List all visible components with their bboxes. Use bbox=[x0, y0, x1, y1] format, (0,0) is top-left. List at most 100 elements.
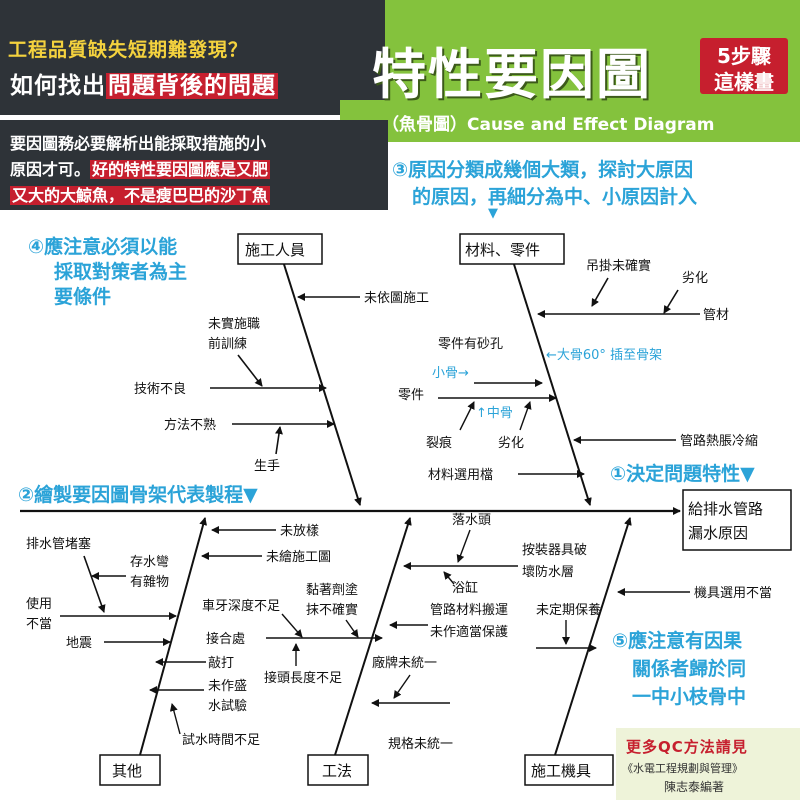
callout-step1: ①決定問題特性▼ bbox=[610, 463, 755, 485]
arrow-brand-mismatch bbox=[393, 674, 411, 699]
header-question-highlight: 問題背後的問題 bbox=[106, 73, 278, 99]
cause-novice: 生手 bbox=[254, 459, 280, 474]
effect-box bbox=[682, 489, 792, 551]
category-box-materials bbox=[459, 233, 565, 265]
cause-pipe: 管材 bbox=[703, 308, 729, 323]
cause-pipe-handling: 管路材料搬運 bbox=[430, 602, 508, 618]
note-mid-bone: ↑中骨 bbox=[476, 406, 513, 421]
callout-step4-line1: ④應注意必須以能 bbox=[28, 236, 178, 258]
callout-step4-line2: 採取對策者為主 bbox=[54, 261, 188, 283]
note-big-bone: ←大骨60° 插至骨架 bbox=[546, 348, 663, 363]
cause-bathtub: 浴缸 bbox=[452, 580, 478, 596]
big-bone-method bbox=[334, 517, 412, 756]
category-box-others bbox=[99, 754, 161, 786]
effect-line2: 漏水原因 bbox=[688, 524, 748, 542]
cause-floor-drain: 落水頭 bbox=[452, 513, 491, 528]
intro-line2-highlight: 好的特性要因圖應是又肥 bbox=[90, 160, 271, 179]
cause-not-per-drawing: 未依圖施工 bbox=[364, 291, 429, 306]
cause-parts: 零件 bbox=[398, 388, 424, 403]
cause-earthquake: 地震 bbox=[66, 636, 92, 651]
cause-misuse-2: 不當 bbox=[26, 617, 52, 632]
callout-step5-line2: 關係者歸於同 bbox=[632, 658, 747, 680]
cause-material-selection: 材料選用檔 bbox=[428, 468, 493, 483]
big-bone-others bbox=[139, 517, 208, 756]
cause-misuse-1: 使用 bbox=[26, 596, 52, 612]
cause-no-training-2: 前訓練 bbox=[208, 336, 247, 352]
header-question-prefix: 如何找出 bbox=[10, 73, 106, 99]
cause-drain-blocked: 排水管堵塞 bbox=[26, 536, 91, 552]
cause-knocking: 敲打 bbox=[208, 655, 234, 671]
page-subtitle: （魚骨圖）Cause and Effect Diagram bbox=[382, 115, 715, 135]
intro-line3-highlight: 又大的大鯨魚，不是瘦巴巴的沙丁魚 bbox=[10, 186, 271, 205]
cause-no-shop-drawing: 未繪施工圖 bbox=[266, 549, 331, 565]
cause-wrong-equipment: 機具選用不當 bbox=[694, 586, 772, 601]
category-label-others: 其他 bbox=[112, 762, 142, 780]
callout-step2: ②繪製要因圖骨架代表製程▼ bbox=[18, 484, 258, 506]
cause-trap-debris-2: 有雜物 bbox=[130, 575, 169, 590]
callout-step5-line1: ⑤應注意有因果 bbox=[612, 630, 743, 652]
cause-not-lofted: 未放樣 bbox=[280, 524, 319, 539]
credit-line3: 陳志泰編著 bbox=[664, 780, 725, 794]
callout-step3-line2: 的原因，再細分為中、小原因計入 bbox=[412, 186, 698, 208]
steps-badge-top: 5步驟 bbox=[717, 44, 771, 68]
bone-drain-blocked bbox=[83, 555, 106, 613]
cause-fixture-damage-2: 壞防水層 bbox=[522, 564, 574, 580]
arrow-floor-drain bbox=[456, 529, 471, 563]
cause-deterioration: 劣化 bbox=[682, 271, 708, 286]
big-bone-machines bbox=[554, 517, 632, 756]
big-bone-workers bbox=[281, 257, 362, 506]
credit-panel: 更多QC方法請見 《水電工程規劃與管理》 陳志泰編著 bbox=[616, 728, 800, 800]
intro-line2: 原因才可。好的特性要因圖應是又肥 bbox=[10, 156, 271, 180]
cause-no-maintenance: 未定期保養 bbox=[536, 602, 601, 618]
category-label-workers: 施工人員 bbox=[245, 241, 305, 259]
credit-line2: 《水電工程規劃與管理》 bbox=[622, 762, 743, 775]
arrow-test-time bbox=[169, 703, 181, 735]
cause-spec-mismatch: 規格未統一 bbox=[388, 736, 453, 752]
page-title: 特性要因圖 bbox=[372, 43, 652, 106]
steps-badge-bottom: 這樣畫 bbox=[714, 70, 774, 94]
cause-no-water-test-2: 水試驗 bbox=[208, 698, 247, 714]
cause-poor-skill: 技術不良 bbox=[134, 381, 186, 397]
category-box-workers bbox=[237, 233, 323, 265]
cause-adhesive-2: 抹不確實 bbox=[306, 602, 358, 618]
callout-step3-arrow: ▼ bbox=[488, 206, 498, 221]
callout-step3-line1: ③原因分類成幾個大類，探討大原因 bbox=[392, 159, 694, 181]
category-label-machines: 施工機具 bbox=[531, 762, 591, 780]
cause-joint-length: 接頭長度不足 bbox=[264, 670, 342, 686]
intro-line1: 要因圖務必要解析出能採取措施的小 bbox=[10, 134, 267, 153]
arrow-deterioration bbox=[663, 289, 679, 314]
category-label-method: 工法 bbox=[322, 762, 352, 780]
big-bone-materials bbox=[511, 257, 592, 506]
cause-test-time: 試水時間不足 bbox=[182, 732, 260, 748]
category-box-machines bbox=[524, 754, 614, 786]
category-label-materials: 材料、零件 bbox=[465, 241, 540, 259]
arrow-no-training bbox=[237, 354, 263, 387]
note-small-bone: 小骨→ bbox=[432, 366, 469, 381]
callout-step5-line3: 一中小枝骨中 bbox=[632, 686, 747, 708]
cause-wrong-method: 方法不熟 bbox=[164, 417, 216, 433]
intro-line2-prefix: 原因才可。 bbox=[10, 160, 91, 179]
callout-step4-line3: 要條件 bbox=[54, 286, 112, 308]
cause-no-training-1: 未實施職 bbox=[208, 316, 260, 332]
cause-crack: 裂痕 bbox=[426, 435, 452, 451]
category-box-method bbox=[307, 754, 369, 786]
cause-adhesive-1: 黏著劑塗 bbox=[306, 582, 358, 598]
steps-badge: 5步驟 這樣畫 bbox=[700, 38, 788, 94]
header-question-line2: 如何找出問題背後的問題 bbox=[10, 66, 278, 100]
cause-parts-sand: 零件有砂孔 bbox=[438, 337, 503, 352]
cause-trap-debris-1: 存水彎 bbox=[130, 555, 169, 570]
cause-no-protection: 未作適當保護 bbox=[430, 624, 508, 640]
header-question-line1: 工程品質缺失短期難發現？ bbox=[8, 39, 249, 61]
cause-hanger-insecure: 吊掛未確實 bbox=[586, 258, 651, 274]
arrow-adhesive bbox=[345, 619, 359, 638]
cause-joints: 接合處 bbox=[206, 631, 245, 647]
cause-brand-mismatch: 廠牌未統一 bbox=[372, 655, 437, 671]
arrow-novice bbox=[275, 426, 283, 455]
credit-line1: 更多QC方法請見 bbox=[626, 738, 748, 756]
cause-no-water-test-1: 未作盛 bbox=[208, 679, 247, 694]
intro-line3: 又大的大鯨魚，不是瘦巴巴的沙丁魚 bbox=[10, 182, 271, 206]
arrow-crack bbox=[459, 401, 475, 431]
cause-thread-depth: 車牙深度不足 bbox=[202, 598, 280, 614]
